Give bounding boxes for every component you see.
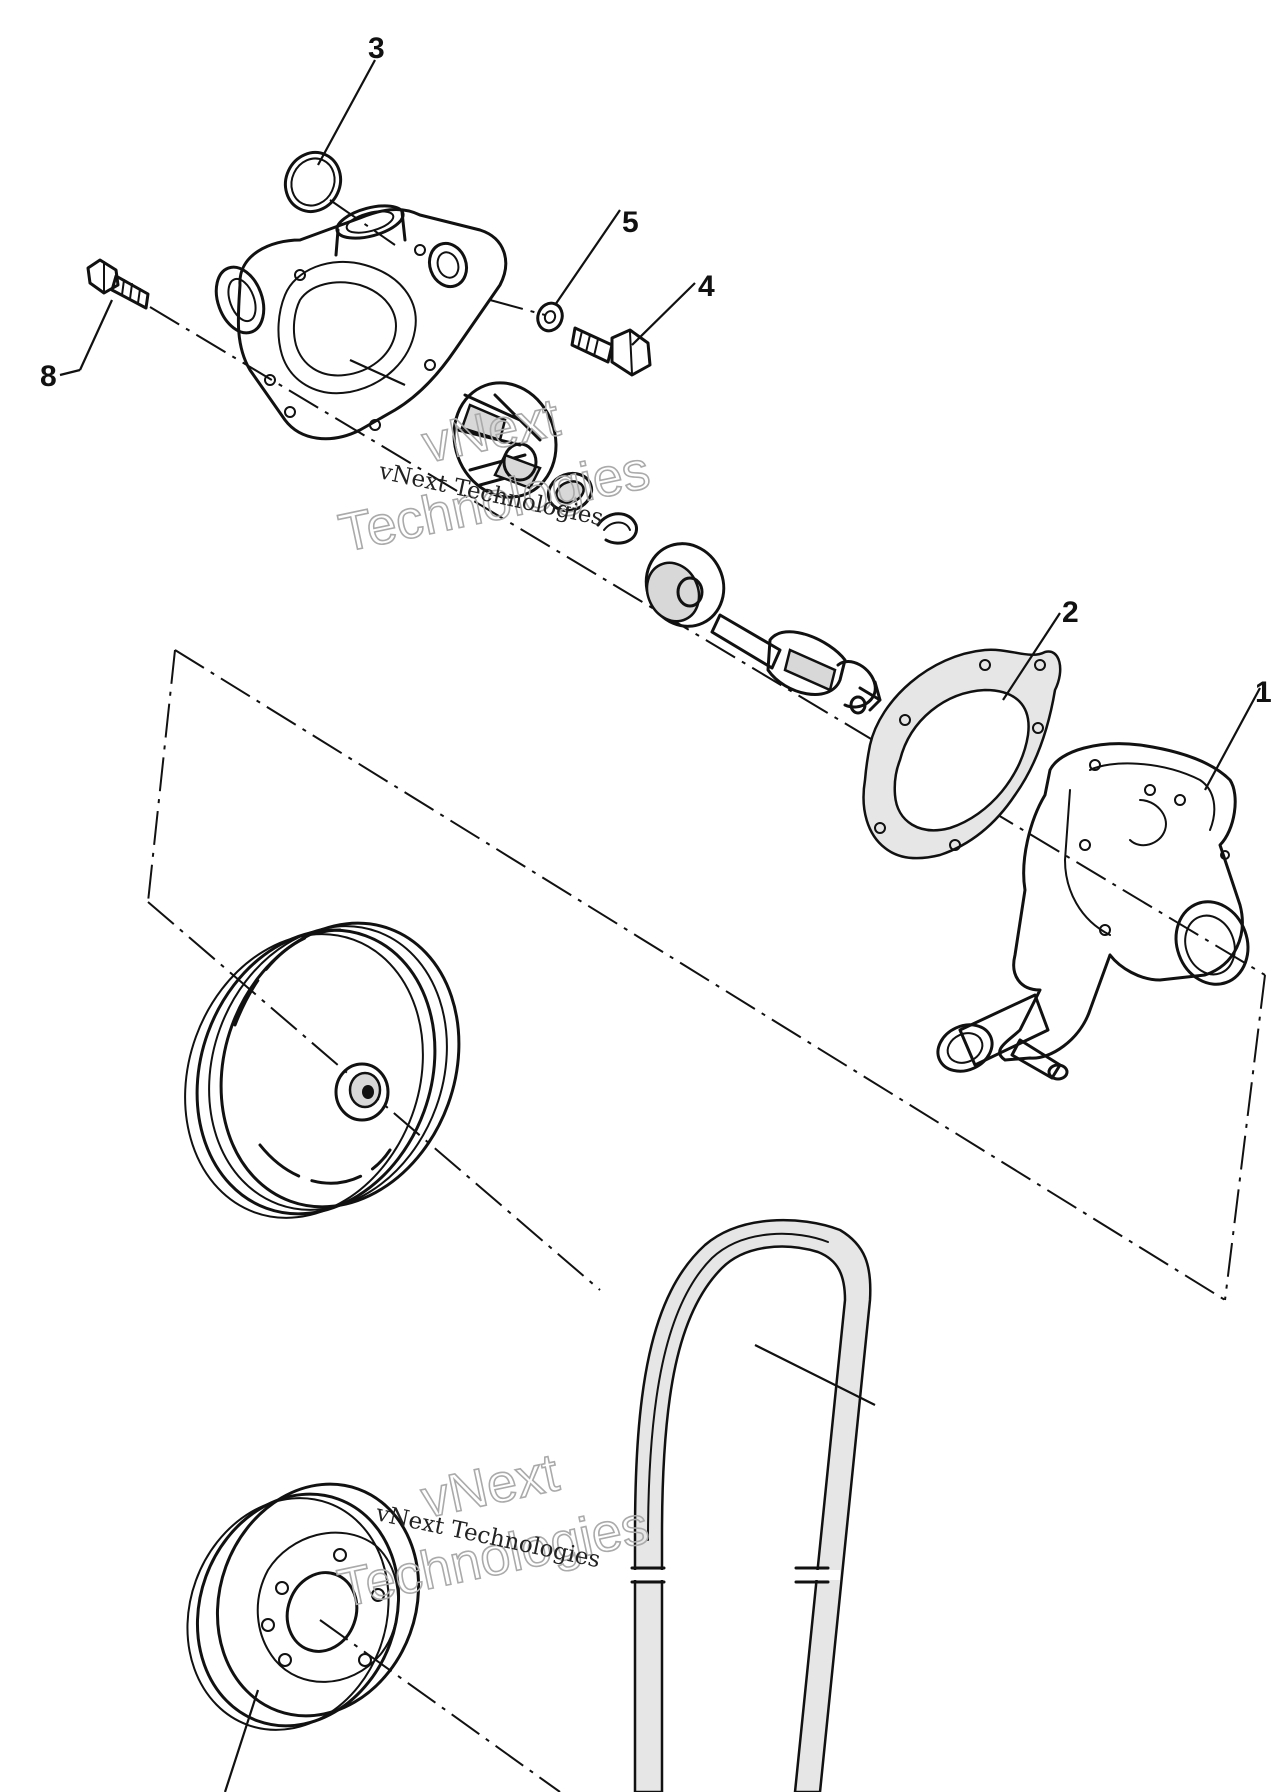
bearing-seal-ring-part [644, 542, 726, 628]
callout-2: 2 [1062, 596, 1079, 629]
o-ring-part [283, 151, 343, 213]
pump-cover-housing [214, 204, 508, 441]
callout-3: 3 [368, 32, 385, 65]
water-pump-body-part [936, 742, 1250, 1081]
watermark-upper: vNext Technologies [333, 386, 655, 564]
callout-5: 5 [622, 206, 639, 239]
fan-pulley-part [184, 921, 461, 1219]
pump-gasket-part [862, 648, 1062, 860]
bearing-shaft-part [710, 613, 882, 715]
callout-1: 1 [1255, 676, 1272, 709]
callout-4: 4 [698, 270, 715, 303]
crank-pulley-part [186, 1482, 421, 1731]
housing-bolt-part [86, 258, 150, 310]
callout-labels: 3 5 4 8 2 1 [40, 32, 1272, 709]
cover-bolt-part [570, 326, 652, 377]
impeller-part [452, 381, 558, 499]
v-belt-part [620, 1218, 872, 1792]
mechanical-seal-part [546, 471, 638, 545]
washer-part [536, 301, 564, 333]
leader-lines [59, 59, 1261, 1792]
callout-8: 8 [40, 360, 57, 393]
